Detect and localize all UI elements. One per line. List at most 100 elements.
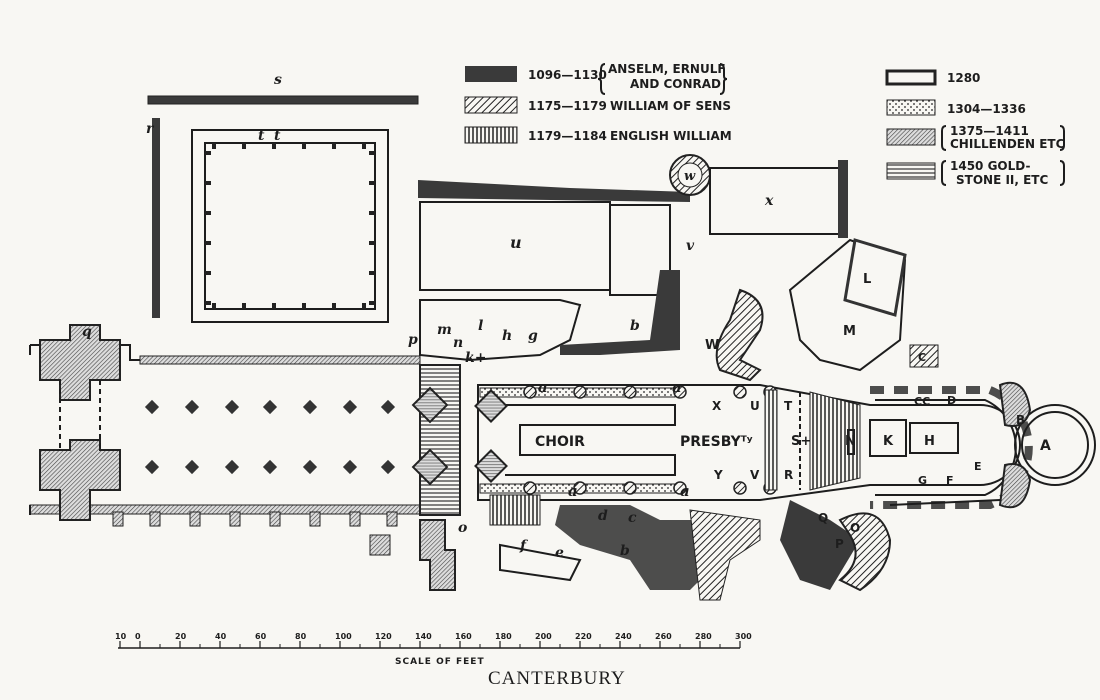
label-G: G: [918, 474, 927, 487]
choir-stalls: [505, 404, 676, 476]
cloister-bay: [205, 151, 211, 155]
label-l: l: [478, 318, 483, 334]
choir-label: CHOIR: [535, 434, 585, 450]
cloister-bay: [205, 241, 211, 245]
legend-period: 1175—1179: [528, 99, 607, 113]
buttress: [229, 511, 241, 527]
label-U: U: [750, 399, 760, 413]
cloister-bay: [302, 303, 306, 309]
scale-tick-label: 20: [175, 632, 187, 641]
label-b: b: [630, 318, 640, 334]
scale-tick-label: 60: [255, 632, 267, 641]
scale-caption: SCALE OF FEET: [395, 657, 485, 667]
label-s: s: [274, 72, 282, 88]
legend-builder: ENGLISH WILLIAM: [610, 129, 732, 143]
plan-labels: CHOIR PRESBYᵀʸ a a a a b b c d e f g h k…: [82, 72, 1051, 561]
cloister: [147, 95, 419, 323]
label-k: k+: [465, 350, 486, 366]
legend-swatch-1096: [465, 66, 517, 82]
buttress: [309, 511, 321, 527]
label-w: w: [684, 169, 696, 184]
label-a: a: [672, 378, 682, 396]
choir-pier: [673, 385, 687, 399]
nave-pier: [342, 399, 358, 415]
legend-swatch-1175: [464, 96, 518, 114]
scale-tick-label: 140: [415, 632, 432, 641]
buttress: [149, 511, 161, 527]
legend-builder: STONE II, ETC: [956, 173, 1048, 187]
label-q: q: [82, 324, 92, 340]
scale-tick-label: 120: [375, 632, 392, 641]
nave-pier: [342, 459, 358, 475]
scale-tick-label: 0: [135, 632, 141, 641]
cloister-bay: [212, 303, 216, 309]
legend-period: 1375—1411: [950, 124, 1029, 138]
buttress: [349, 511, 361, 527]
cloister-bay: [369, 181, 375, 185]
choir-pier: [733, 385, 747, 399]
label-e: e: [555, 545, 564, 561]
cloister-bay: [332, 143, 336, 149]
cloister-bay: [369, 301, 375, 305]
cloister-bay: [302, 143, 306, 149]
choir-pier: [623, 385, 637, 399]
nave-pier: [224, 399, 240, 415]
cloister-walk-outer: [191, 129, 389, 323]
buttress: [189, 511, 201, 527]
buttress: [269, 511, 281, 527]
cloister-west-wall: [152, 118, 160, 318]
label-CC: CC: [914, 395, 930, 408]
label-S: S+: [791, 434, 811, 449]
cloister-bay: [205, 271, 211, 275]
cloister-bay: [332, 303, 336, 309]
plan-title: CANTERBURY: [488, 668, 626, 689]
cloister-bay: [369, 211, 375, 215]
nave-pier: [380, 399, 396, 415]
label-o: o: [458, 520, 467, 536]
nave-pier: [224, 459, 240, 475]
nave-pier: [144, 459, 160, 475]
label-t: t: [258, 128, 265, 144]
legend-swatch-1280: [885, 69, 937, 86]
legend: 1096—1130 ANSELM, ERNULF AND CONRAD 1175…: [464, 62, 1065, 187]
scale-tick-label: 10: [115, 632, 127, 641]
label-v: v: [686, 238, 695, 254]
buttress: [386, 511, 398, 527]
label-Y: Y: [713, 468, 723, 482]
label-B: B: [1016, 413, 1025, 427]
scale-tick-label: 80: [295, 632, 307, 641]
label-u: u: [510, 233, 522, 252]
north-west-tower: [39, 324, 121, 401]
crossing-screen: [419, 364, 461, 516]
label-A: A: [1040, 438, 1051, 454]
scale-tick-label: 100: [335, 632, 352, 641]
label-N: N: [845, 434, 856, 449]
label-E: E: [974, 460, 982, 473]
legend-period: 1304—1336: [947, 102, 1026, 116]
label-t: t: [274, 128, 281, 144]
choir-pier: [523, 481, 537, 495]
legend-period: 1179—1184: [528, 129, 607, 143]
legend-builder: AND CONRAD: [630, 77, 721, 91]
cloister-bay: [242, 143, 246, 149]
chapel-o: [838, 512, 892, 592]
label-V: V: [750, 468, 760, 482]
cloister-bay: [369, 241, 375, 245]
label-X: X: [712, 399, 722, 413]
cloister-bay: [272, 143, 276, 149]
legend-swatch-1375: [886, 128, 936, 146]
legend-swatch-1304: [886, 99, 936, 116]
nave-pier: [302, 399, 318, 415]
label-c: c: [628, 510, 637, 526]
label-d: d: [598, 508, 608, 524]
nave-pier: [144, 399, 160, 415]
legend-brace: [597, 63, 728, 95]
choir-pier: [523, 385, 537, 399]
label-r: r: [146, 121, 155, 137]
scale-tick-label: 180: [495, 632, 512, 641]
scale-tick-label: 160: [455, 632, 472, 641]
cloister-bay: [205, 181, 211, 185]
label-m: m: [437, 322, 452, 338]
label-R: R: [784, 468, 793, 482]
